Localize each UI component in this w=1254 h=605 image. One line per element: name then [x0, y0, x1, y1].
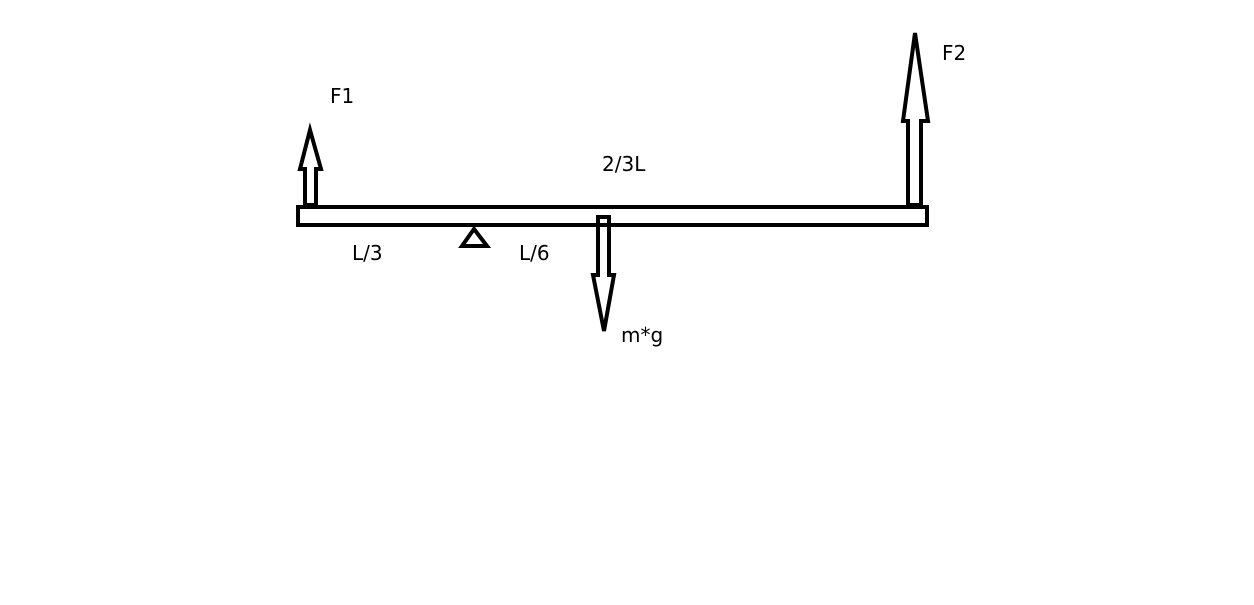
f1-arrow [297, 122, 324, 207]
weight-label: m*g [621, 323, 663, 347]
middle-segment-label: L/6 [519, 241, 550, 265]
beam [296, 205, 929, 227]
f2-label: F2 [942, 41, 966, 65]
top-segment-label: 2/3L [602, 152, 646, 176]
f2-arrow [900, 32, 931, 207]
weight-arrow [590, 215, 617, 332]
left-segment-label: L/3 [352, 241, 383, 265]
f1-label: F1 [330, 84, 354, 108]
pivot-triangle [458, 225, 492, 248]
